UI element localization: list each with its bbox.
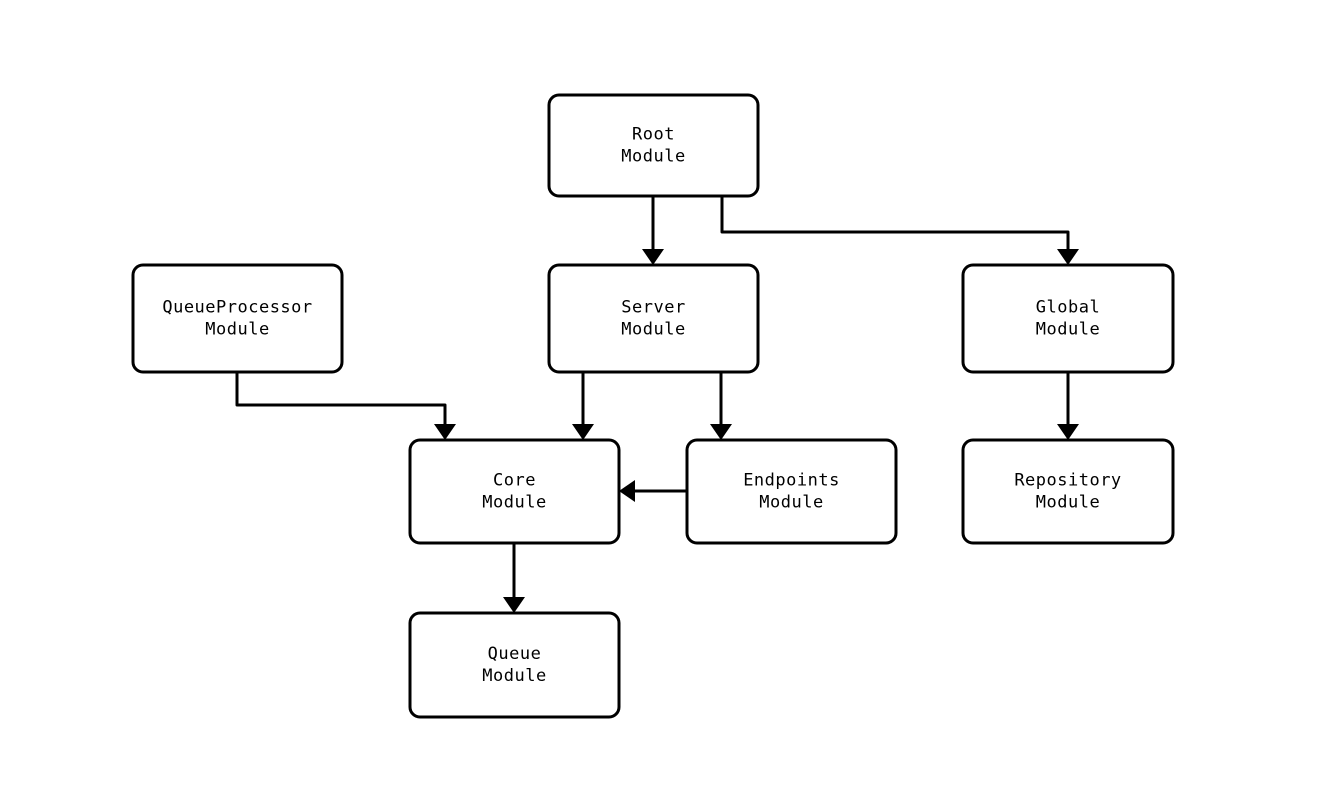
edge-root-to-global-line — [720, 196, 1070, 252]
queue-module-node-label-line1: Queue — [488, 644, 542, 664]
edge-root-to-global-arrowhead — [1057, 249, 1079, 265]
edge-queueprocessor-to-core — [235, 372, 456, 440]
server-module-node-box[interactable] — [547, 263, 760, 374]
nodes-layer: RootModuleQueueProcessorModuleServerModu… — [131, 93, 1175, 719]
edge-global-to-repository-arrowhead — [1057, 424, 1079, 440]
queueprocessor-module-node-label-line1: QueueProcessor — [162, 298, 312, 318]
edge-server-to-core — [572, 372, 594, 440]
server-module-node-label-line1: Server — [621, 298, 685, 318]
repository-module-node-box[interactable] — [961, 438, 1175, 545]
endpoints-module-node-label-line1: Endpoints — [743, 471, 840, 491]
endpoints-module-node-label-line2: Module — [759, 493, 823, 513]
edge-queueprocessor-to-core-arrowhead — [434, 424, 456, 440]
global-module-node-box[interactable] — [961, 263, 1175, 374]
edge-server-to-endpoints — [710, 372, 732, 440]
repository-module-node-label-line2: Module — [1036, 493, 1100, 513]
root-module-node-label-line2: Module — [621, 147, 685, 167]
edge-root-to-server — [642, 196, 664, 265]
server-module-node-label-line2: Module — [621, 320, 685, 340]
endpoints-module-node-box[interactable] — [685, 438, 898, 545]
repository-module-node-label-line1: Repository — [1014, 471, 1121, 491]
global-module-node-label-line1: Global — [1036, 298, 1100, 318]
edge-core-to-queue — [503, 543, 525, 613]
edge-queueprocessor-to-core-line — [235, 372, 447, 427]
edge-root-to-server-arrowhead — [642, 249, 664, 265]
queue-module-node-box[interactable] — [408, 611, 621, 719]
edges-layer — [235, 196, 1079, 613]
edge-server-to-core-arrowhead — [572, 424, 594, 440]
root-module-node-box[interactable] — [547, 93, 760, 198]
queueprocessor-module-node-box[interactable] — [131, 263, 344, 374]
edge-endpoints-to-core — [619, 480, 687, 502]
edge-core-to-queue-arrowhead — [503, 597, 525, 613]
global-module-node-label-line2: Module — [1036, 320, 1100, 340]
core-module-node-label-line1: Core — [493, 471, 536, 491]
queueprocessor-module-node-label-line2: Module — [205, 320, 269, 340]
core-module-node-box[interactable] — [408, 438, 621, 545]
queue-module-node-label-line2: Module — [482, 666, 546, 686]
edge-global-to-repository — [1057, 372, 1079, 440]
edge-server-to-endpoints-arrowhead — [710, 424, 732, 440]
core-module-node-label-line2: Module — [482, 493, 546, 513]
edge-root-to-global — [720, 196, 1079, 265]
root-module-node-label-line1: Root — [632, 125, 675, 145]
edge-endpoints-to-core-arrowhead — [619, 480, 635, 502]
